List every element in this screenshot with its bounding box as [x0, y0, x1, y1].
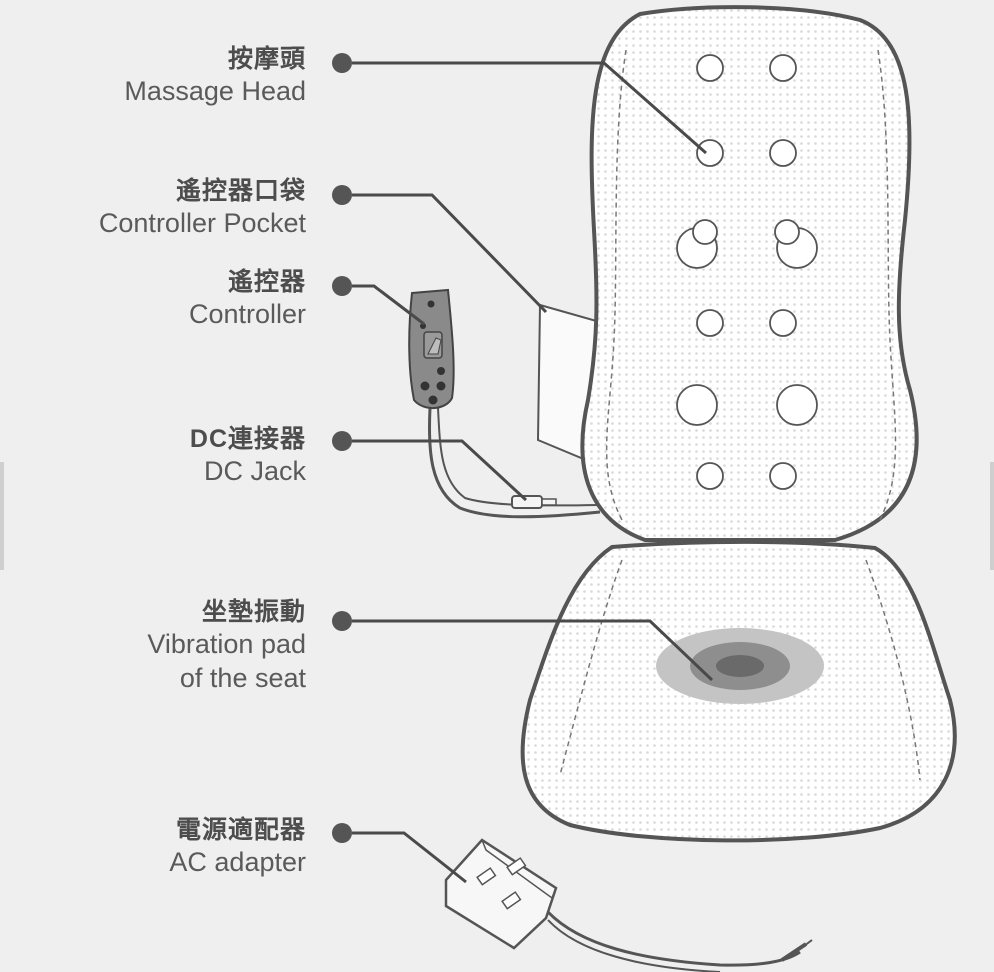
callout-massage-head: 按摩頭 Massage Head	[124, 44, 306, 108]
callout-en-label: Controller	[188, 299, 306, 329]
callout-zh-label: 按摩頭	[227, 45, 306, 73]
ac-adapter	[444, 838, 813, 972]
callout-controller: 遙控器 Controller	[189, 267, 306, 331]
callout-vibration-pad: 坐墊振動 Vibration pad of the seat	[147, 597, 306, 695]
callout-zh-label: DC連接器	[189, 425, 306, 453]
callout-en-label: Vibration pad	[147, 629, 306, 659]
callout-en-label: Controller Pocket	[98, 208, 306, 238]
massage-nodes	[676, 54, 818, 490]
vibration-zone	[656, 628, 824, 704]
callout-dot	[332, 823, 352, 843]
callout-en-label: AC adapter	[169, 847, 306, 877]
callout-dot	[332, 611, 352, 631]
leader-lines	[352, 61, 714, 884]
callout-zh-label: 坐墊振動	[201, 598, 306, 626]
callout-controller-pocket: 遙控器口袋 Controller Pocket	[99, 176, 306, 240]
callout-dots	[332, 53, 352, 843]
callout-en-label: DC Jack	[203, 456, 306, 486]
callout-dc-jack: DC連接器 DC Jack	[190, 424, 306, 488]
backrest	[580, 5, 919, 542]
seat-cushion	[520, 539, 957, 843]
callout-dot	[332, 53, 352, 73]
callout-dot	[332, 276, 352, 296]
callout-zh-label: 遙控器口袋	[175, 177, 306, 205]
callout-ac-adapter: 電源適配器 AC adapter	[169, 815, 306, 879]
left-edge-bar	[0, 462, 4, 570]
callout-en-label: of the seat	[179, 663, 306, 693]
callout-zh-label: 遙控器	[227, 268, 306, 296]
callout-zh-label: 電源適配器	[175, 816, 306, 844]
remote-controller	[408, 288, 455, 409]
callout-dot	[332, 431, 352, 451]
callout-en-label: Massage Head	[124, 76, 306, 106]
callout-dot	[332, 185, 352, 205]
right-edge-bar	[990, 462, 994, 570]
dc-jack	[511, 495, 557, 509]
